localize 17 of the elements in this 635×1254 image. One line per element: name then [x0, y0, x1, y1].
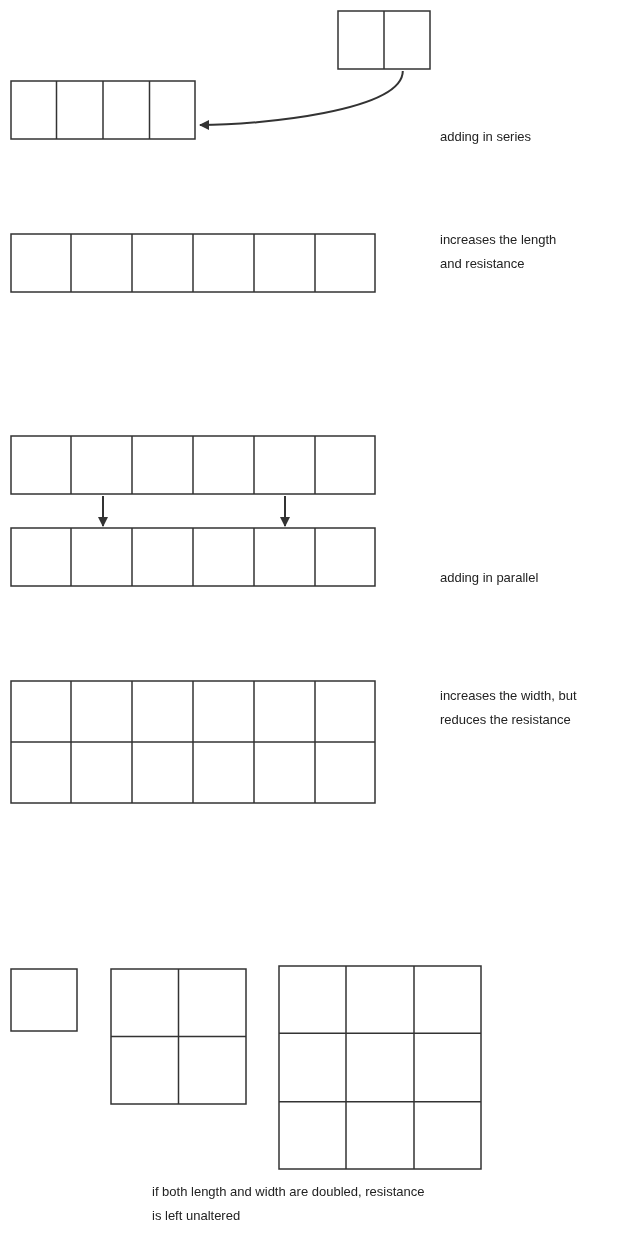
square-grid — [10, 968, 78, 1032]
square-grid — [110, 968, 247, 1105]
square-grid — [10, 80, 196, 140]
arrow — [280, 495, 290, 527]
caption-text: increases the width, but reduces the resistance — [440, 687, 578, 729]
square-grid — [10, 680, 376, 804]
square-grid — [10, 527, 376, 587]
square-grid — [278, 965, 482, 1170]
square-grid — [10, 233, 376, 293]
square-grid — [337, 10, 431, 70]
caption-text: if both length and width are doubled, resistance is left unaltered — [152, 1183, 426, 1225]
caption-text: adding in series — [440, 128, 533, 146]
arrow — [98, 495, 108, 527]
arrow — [199, 70, 404, 130]
caption-text: adding in parallel — [440, 569, 540, 587]
square-grid — [10, 435, 376, 495]
caption-text: increases the length and resistance — [440, 231, 558, 273]
